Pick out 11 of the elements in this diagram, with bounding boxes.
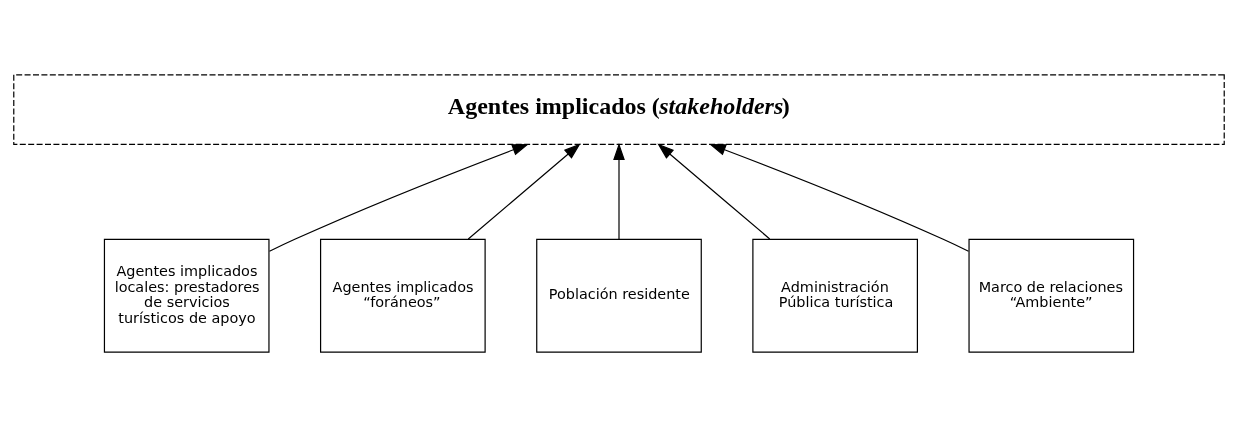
- node-box: Población residente: [536, 238, 702, 353]
- arrow: [709, 143, 970, 252]
- node-box: Agentes implicados (stakeholders): [13, 74, 1225, 146]
- arrow: [657, 143, 771, 240]
- arrow: [467, 143, 581, 240]
- node-box: Administración Pública turística: [752, 238, 918, 353]
- arrow: [613, 143, 625, 240]
- node-box: Agentes implicados locales: prestadores de servicios turísticos de apoyo: [103, 238, 270, 353]
- node-box: Marco de relaciones “Ambiente”: [968, 238, 1135, 353]
- arrow: [268, 143, 529, 252]
- node-box: Agentes implicados “foráneos”: [320, 238, 486, 353]
